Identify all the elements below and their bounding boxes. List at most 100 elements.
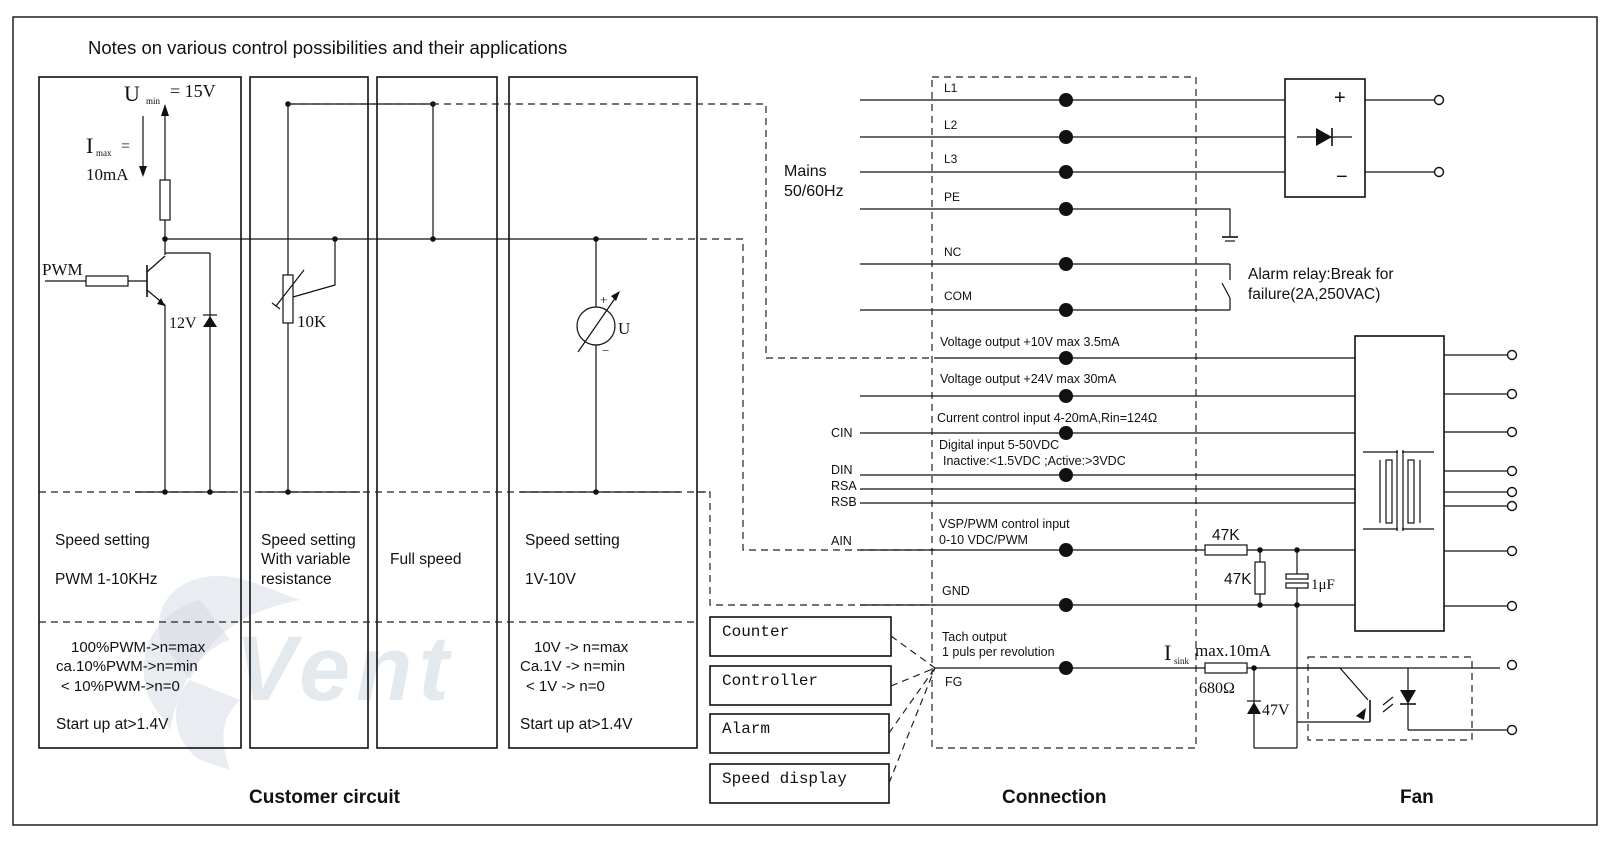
device-controller-label: Controller (722, 672, 818, 690)
volt-mode: 1V-10V (525, 571, 577, 588)
term-COM: COM (944, 289, 972, 303)
isink-value: max.10mA (1195, 641, 1272, 660)
panel-resistance (249, 76, 369, 749)
label-rsa: RSA (831, 479, 857, 493)
page-title: Notes on various control possibilities a… (88, 37, 567, 58)
term-NC: NC (944, 245, 962, 259)
device-counter-label: Counter (722, 623, 789, 641)
full-speed-circuit (430, 101, 436, 242)
label-680: 680Ω (1199, 680, 1235, 697)
umin-sub: min (146, 96, 161, 106)
term-gnd: GND (942, 584, 970, 598)
arrow-down-icon (139, 166, 147, 177)
term-ain-desc-1: VSP/PWM control input (939, 517, 1070, 531)
potentiometer-circuit: 10K (165, 101, 640, 495)
full-title: Full speed (390, 551, 462, 568)
arrow-up-icon (161, 104, 169, 116)
alarm-relay (860, 257, 1231, 317)
pot-value: 10K (297, 312, 327, 331)
term-PE: PE (944, 190, 960, 204)
mains-wires (860, 93, 1285, 242)
meter-plus: + (600, 292, 607, 307)
volt-startup: Start up at>1.4V (520, 716, 633, 733)
panel-voltage (508, 76, 698, 749)
device-speed-display-label: Speed display (722, 770, 847, 788)
footer-connection: Connection (1002, 787, 1107, 808)
imax-eq: = (121, 138, 130, 155)
imax-label: I (86, 133, 93, 158)
fan-output-terminals (1444, 349, 1518, 612)
transformer-icon (1363, 450, 1434, 531)
label-ain: AIN (831, 534, 852, 548)
term-24v: Voltage output +24V max 30mA (940, 372, 1117, 386)
pwm-circuit: U min = 15V I max = 10mA 12V PWM (42, 81, 235, 495)
footer-fan: Fan (1400, 787, 1434, 808)
rect-minus: − (1336, 166, 1348, 188)
term-L2: L2 (944, 118, 958, 132)
ain-filter (1204, 544, 1309, 748)
optocoupler-icon (1297, 659, 1518, 736)
potentiometer-icon (282, 274, 294, 324)
label-cap: 1μF (1311, 577, 1335, 593)
optocoupler-box (1307, 656, 1473, 741)
term-L1: L1 (944, 81, 958, 95)
rectifier-box (1284, 78, 1366, 198)
footer-customer-circuit: Customer circuit (249, 787, 401, 808)
label-47v: 47V (1262, 702, 1290, 719)
volt-line-3: < 1V -> n=0 (526, 678, 605, 695)
connection-box (931, 76, 1197, 749)
capacitor-icon (1285, 573, 1309, 580)
imax-sub: max (96, 148, 112, 158)
label-rsb: RSB (831, 495, 857, 509)
volt-line-1: 10V -> n=max (534, 639, 629, 656)
panel-pwm (38, 76, 242, 749)
pwm-line-1: 100%PWM->n=max (71, 639, 206, 656)
terminal-dc-plus (1433, 94, 1445, 106)
pwm-line-2: ca.10%PWM->n=min (56, 658, 198, 675)
meter-minus: − (602, 343, 609, 358)
resistor-base (85, 275, 129, 287)
term-L3: L3 (944, 152, 958, 166)
mains-line-1: Mains (784, 163, 827, 180)
outer-frame (12, 16, 1598, 826)
device-speed-display (709, 763, 890, 804)
label-cin: CIN (831, 426, 853, 440)
isink-label: I (1164, 640, 1171, 665)
panel-full-speed (376, 76, 498, 749)
zener-label: 12V (169, 315, 197, 332)
voltage-circuit: + − U (520, 236, 680, 495)
alarm-relay-line-2: failure(2A,250VAC) (1248, 286, 1380, 303)
watermark: Vent (143, 576, 455, 770)
link-10v (288, 103, 935, 359)
fan-interface-box (1354, 335, 1445, 632)
watermark-text: Vent (235, 618, 455, 720)
zener-diode-icon (203, 316, 217, 327)
pwm-title: Speed setting (55, 532, 150, 549)
resistor-680 (1204, 662, 1248, 674)
term-din-desc-2: Inactive:<1.5VDC ;Active:>3VDC (943, 454, 1126, 468)
device-alarm (709, 713, 890, 754)
res-line-2: With variable (261, 551, 351, 568)
term-din-desc-1: Digital input 5-50VDC (939, 438, 1059, 452)
term-10v: Voltage output +10V max 3.5mA (940, 335, 1120, 349)
diode-icon (1316, 128, 1332, 146)
terminal-dc-minus (1433, 166, 1445, 178)
link-ain (640, 238, 935, 551)
mains-line-2: 50/60Hz (784, 183, 844, 200)
meter-label: U (618, 319, 630, 338)
label-47k-shunt: 47K (1224, 571, 1252, 588)
res-title: Speed setting (261, 532, 356, 549)
volt-title: Speed setting (525, 532, 620, 549)
label-47k-series: 47K (1212, 527, 1240, 544)
alarm-relay-line-1: Alarm relay:Break for (1248, 266, 1394, 283)
umin-value: = 15V (170, 81, 216, 101)
isink-sub: sink (1174, 656, 1190, 666)
pwm-mode: PWM 1-10KHz (55, 571, 158, 588)
rect-plus: + (1334, 87, 1346, 109)
resistor-pullup (159, 179, 171, 221)
tach-line-1: Tach output (942, 630, 1007, 644)
device-alarm-label: Alarm (722, 720, 770, 738)
term-fg: FG (945, 675, 962, 689)
tach-line-2: 1 puls per revolution (942, 645, 1055, 659)
